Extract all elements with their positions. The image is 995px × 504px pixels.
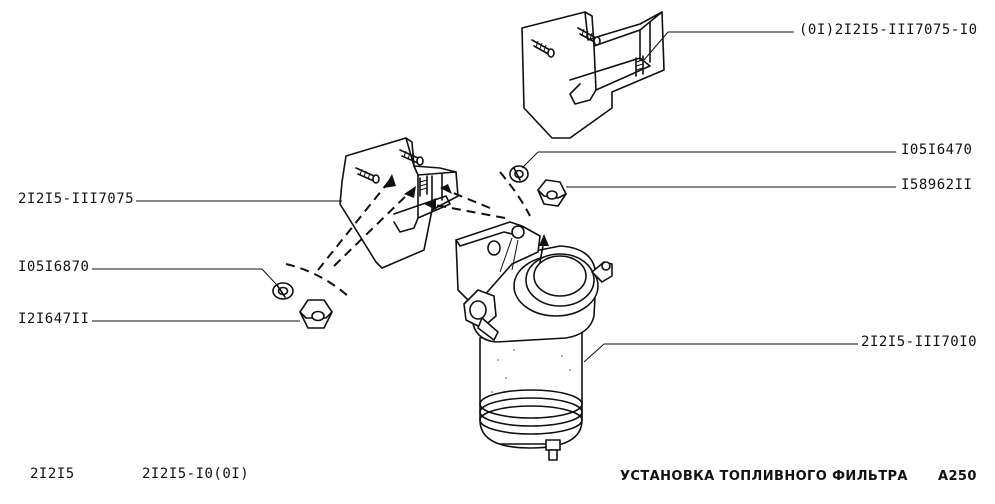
nut-left [299, 299, 333, 329]
label-spring-washer-left: I05I6870 [18, 259, 90, 275]
upper-bracket [521, 11, 665, 139]
label-spring-washer-right: I05I6470 [901, 142, 973, 158]
label-fuel-filter: 2I2I5-III70I0 [861, 334, 978, 350]
footer-variant: 2I2I5-I0(0I) [142, 466, 250, 482]
sheet-number: A250 [938, 469, 977, 484]
nut-right [537, 179, 567, 207]
label-bracket-upper: (0I)2I2I5-III7075-I0 [799, 22, 978, 38]
footer-model: 2I2I5 [30, 466, 75, 482]
label-bracket-lower: 2I2I5-III7075 [18, 191, 135, 207]
spring-washer-right [509, 165, 529, 183]
label-nut-right: I58962II [901, 177, 973, 193]
assembly-arrows [285, 171, 531, 297]
page-title: УСТАНОВКА ТОПЛИВНОГО ФИЛЬТРА [620, 469, 908, 484]
fuel-filter [455, 221, 613, 461]
leader-lines [92, 31, 896, 363]
spring-washer-left [272, 282, 294, 300]
label-nut-left: I2I647II [18, 311, 90, 327]
